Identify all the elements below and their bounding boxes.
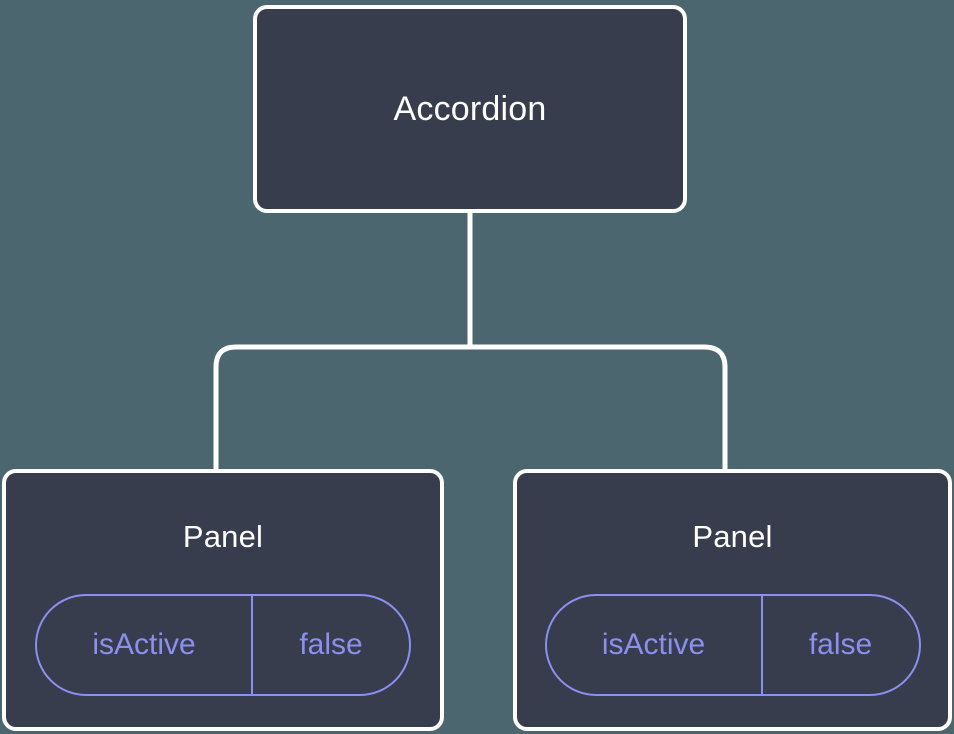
- state-badge-panel-2[interactable]: isActive false: [544, 594, 921, 696]
- node-panel-2[interactable]: Panel isActive false: [513, 469, 952, 731]
- node-accordion-label: Accordion: [393, 90, 547, 128]
- state-badge-panel-1[interactable]: isActive false: [35, 594, 411, 696]
- state-key-panel-2: isActive: [547, 596, 763, 694]
- state-value-panel-1: false: [299, 628, 363, 661]
- node-panel-1[interactable]: Panel isActive false: [2, 469, 444, 731]
- node-accordion[interactable]: Accordion: [253, 5, 687, 213]
- node-panel-2-label: Panel: [692, 519, 773, 554]
- node-panel-1-label: Panel: [182, 519, 264, 554]
- connector-branch-bus: [213, 344, 728, 471]
- state-value-panel-2: false: [808, 628, 873, 661]
- state-key-panel-1: isActive: [37, 596, 253, 694]
